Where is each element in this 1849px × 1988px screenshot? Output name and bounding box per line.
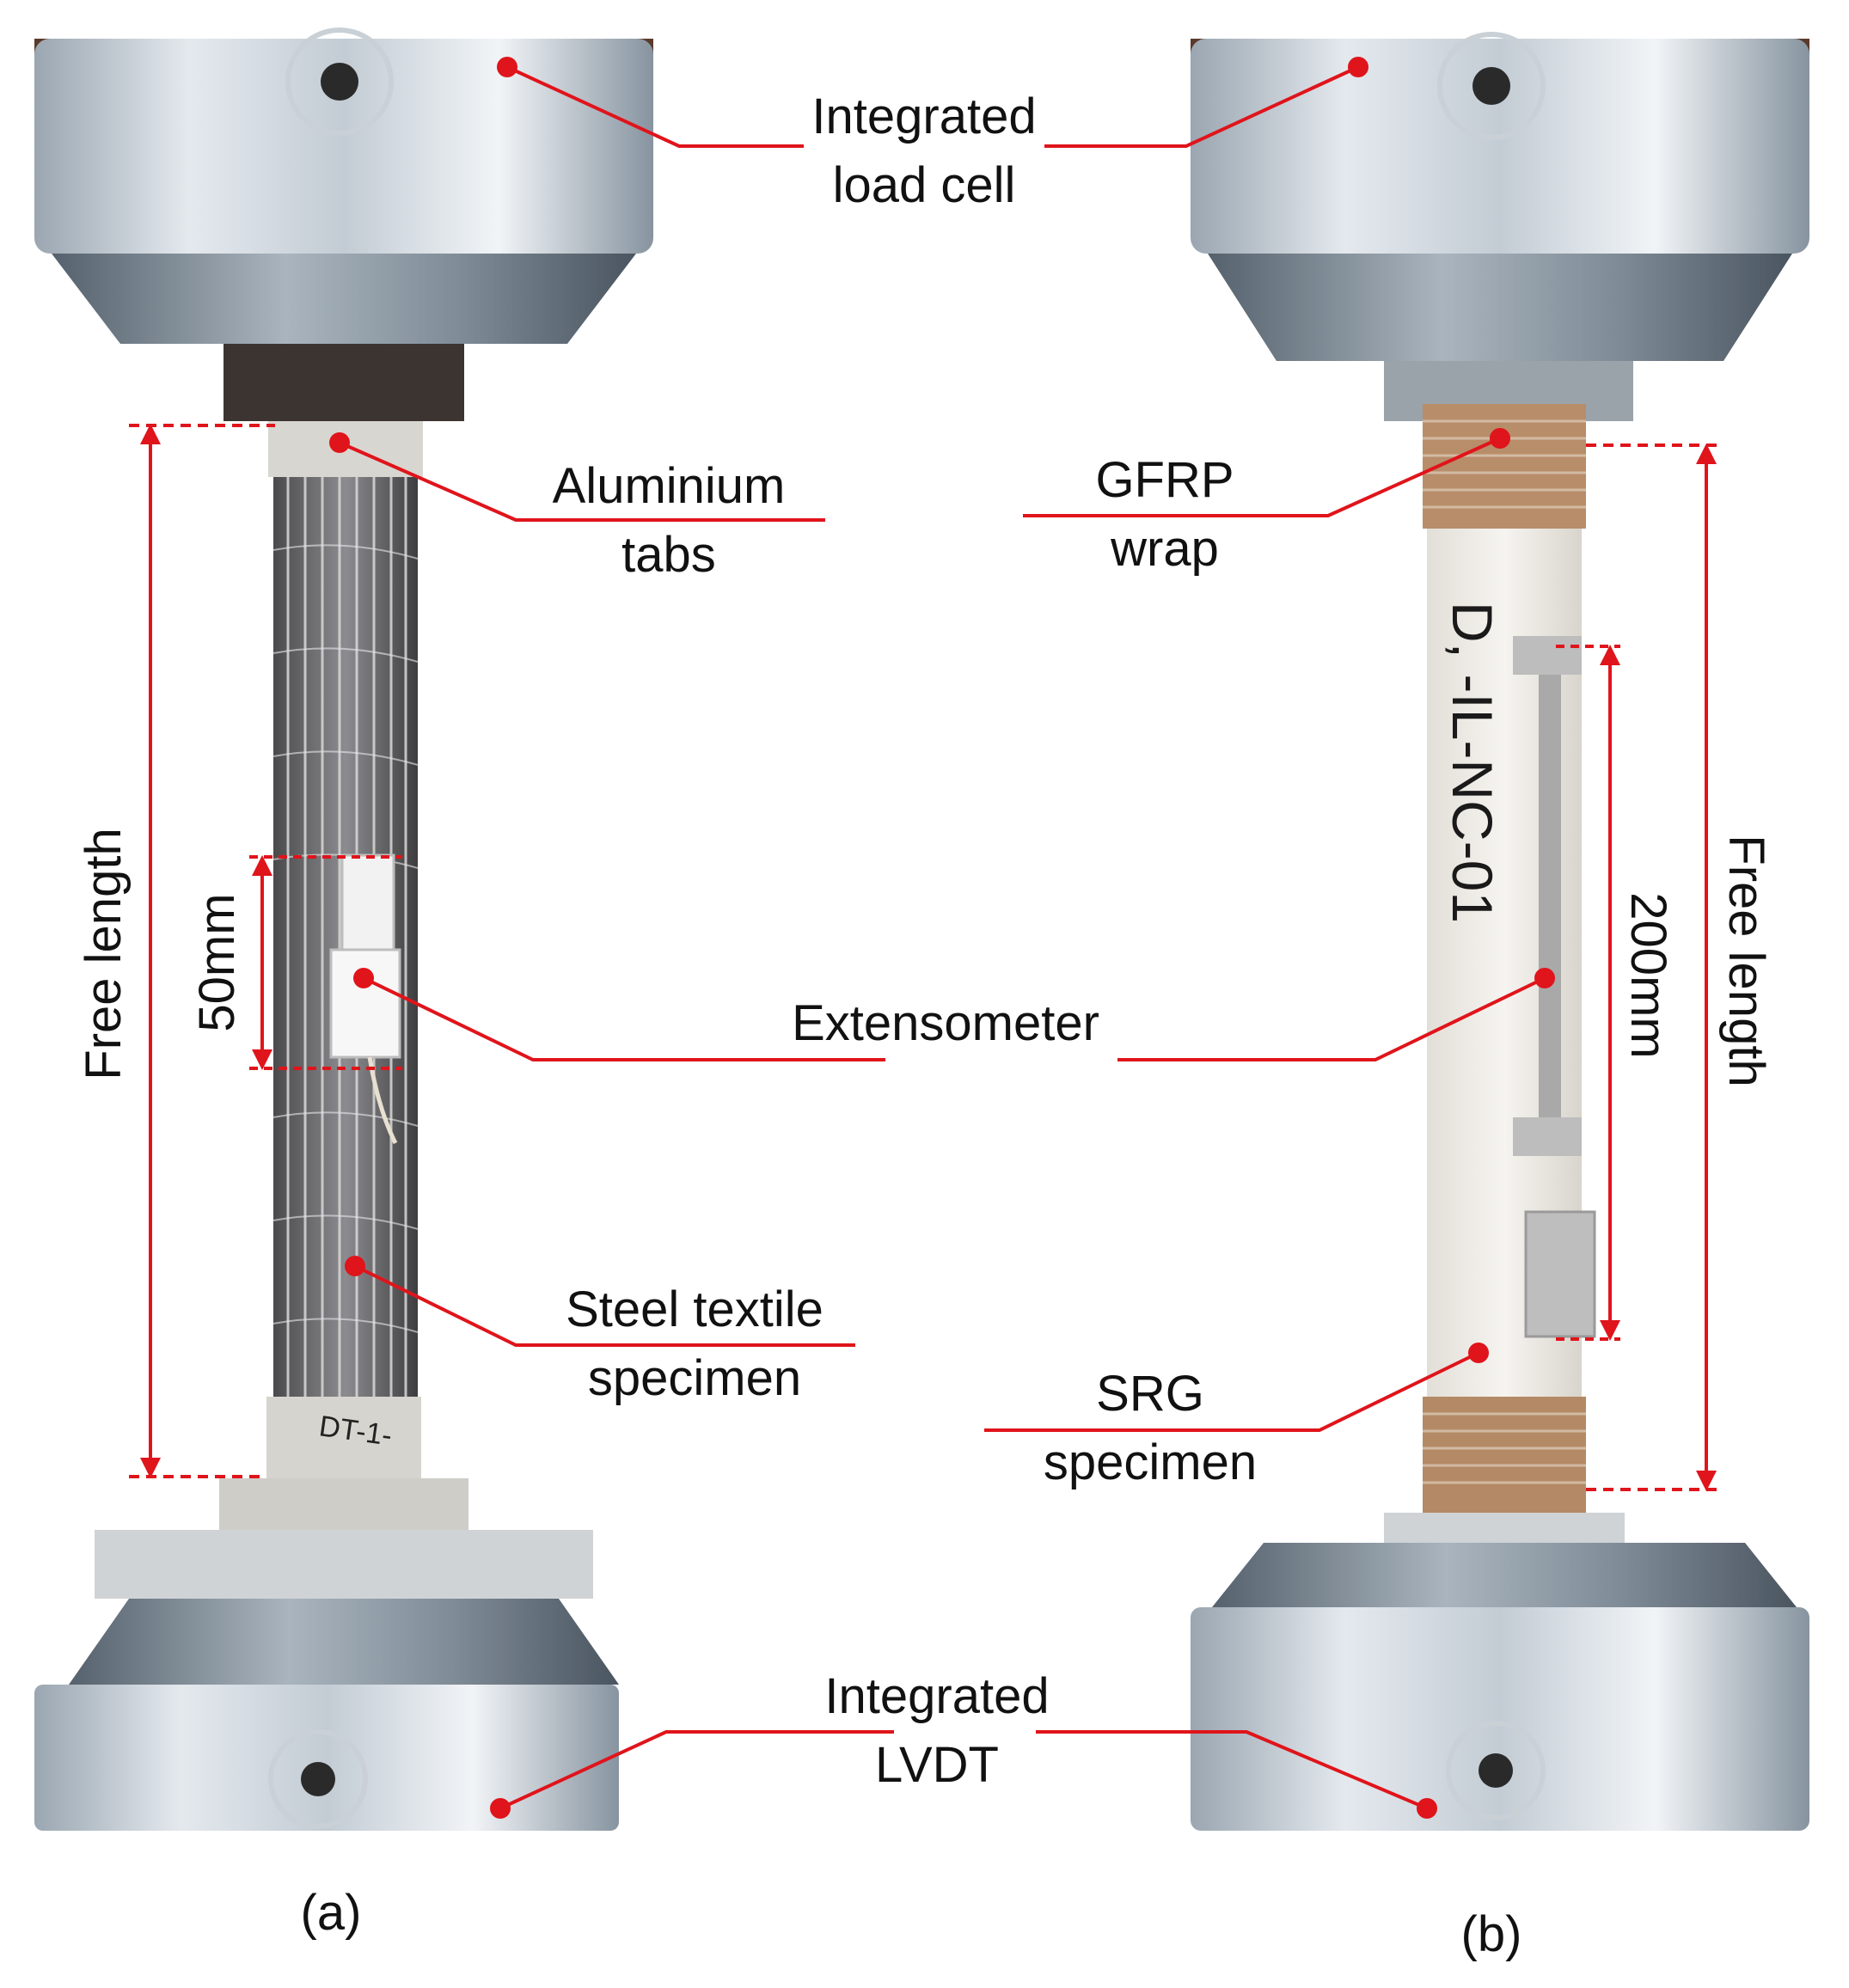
- leader-lvdt-b: [1036, 1730, 1428, 1810]
- label-load-cell-line1: Integrated: [811, 89, 1036, 144]
- photo-b: D, -IL-NC-01: [1191, 32, 1809, 1831]
- leader-steel-textile: [354, 1264, 855, 1347]
- gfrp-wrap-top: [1423, 404, 1586, 529]
- top-load-cell-b: [1191, 39, 1809, 254]
- bottom-load-cell-a-cone: [69, 1599, 619, 1685]
- leader-aluminium-tabs: [339, 441, 825, 522]
- label-gfrp-line2: wrap: [1110, 521, 1219, 577]
- label-srg-line1: SRG: [1096, 1366, 1204, 1422]
- leader-dots: [329, 57, 1555, 1819]
- extensometer-b-body: [1524, 1210, 1596, 1338]
- label-steel-line1: Steel textile: [566, 1281, 823, 1337]
- bottom-load-cell-b-cone: [1212, 1543, 1797, 1607]
- top-load-cell-b-taper: [1208, 254, 1792, 361]
- bolt-hole-top-a: [321, 63, 358, 101]
- label-200mm: 200mm: [1620, 892, 1676, 1058]
- extensometer-a-body: [329, 948, 401, 1059]
- leader-gfrp-wrap: [1023, 437, 1501, 517]
- aluminium-tab-bottom-a: [266, 1397, 421, 1487]
- leader-srg: [984, 1351, 1479, 1432]
- bottom-load-cell-a: [34, 1685, 619, 1831]
- label-gfrp-line1: GFRP: [1095, 452, 1234, 508]
- top-load-cell-a: [34, 39, 653, 254]
- gfrp-wrap-bottom: [1423, 1397, 1586, 1513]
- label-extensometer: Extensometer: [792, 995, 1099, 1051]
- label-free-length-right: Free length: [1718, 835, 1774, 1086]
- bolt-hole-bottom-a: [301, 1762, 335, 1796]
- label-aluminium-line2: tabs: [621, 527, 716, 583]
- bottom-load-cell-b: [1191, 1607, 1809, 1831]
- specimen-marking-b: D, -IL-NC-01: [1441, 602, 1504, 923]
- top-grip-jaw-a: [223, 344, 464, 421]
- extensometer-b-top-clamp: [1513, 636, 1582, 675]
- extensometer-b-bottom-clamp: [1513, 1117, 1582, 1156]
- leader-extensometer-a: [363, 976, 885, 1061]
- leader-lvdt-a: [499, 1730, 894, 1810]
- extensometer-a-arm: [340, 853, 395, 960]
- bottom-grip-a-taper: [95, 1530, 593, 1599]
- label-steel-line2: specimen: [588, 1350, 801, 1406]
- leader-load-cell-a: [506, 65, 804, 148]
- label-lvdt-line2: LVDT: [875, 1737, 999, 1793]
- leader-load-cell-b: [1044, 65, 1359, 148]
- extensometer-b-rod: [1539, 636, 1561, 1135]
- subfigure-label-a: (a): [301, 1885, 362, 1941]
- annotations: [129, 65, 1723, 1810]
- top-load-cell-a-taper: [52, 254, 636, 344]
- label-srg-line2: specimen: [1044, 1434, 1257, 1490]
- label-50mm: 50mm: [189, 893, 245, 1031]
- bolt-hole-bottom-b: [1479, 1753, 1513, 1788]
- photo-a: DT-1-: [34, 28, 653, 1831]
- bolt-hole-top-b: [1472, 67, 1510, 105]
- subfigure-label-b: (b): [1461, 1906, 1522, 1962]
- label-free-length-left: Free length: [76, 828, 132, 1080]
- label-load-cell-line2: load cell: [833, 157, 1016, 213]
- leader-extensometer-b: [1117, 976, 1546, 1061]
- label-aluminium-line1: Aluminium: [553, 458, 786, 514]
- label-lvdt-line1: Integrated: [824, 1668, 1049, 1724]
